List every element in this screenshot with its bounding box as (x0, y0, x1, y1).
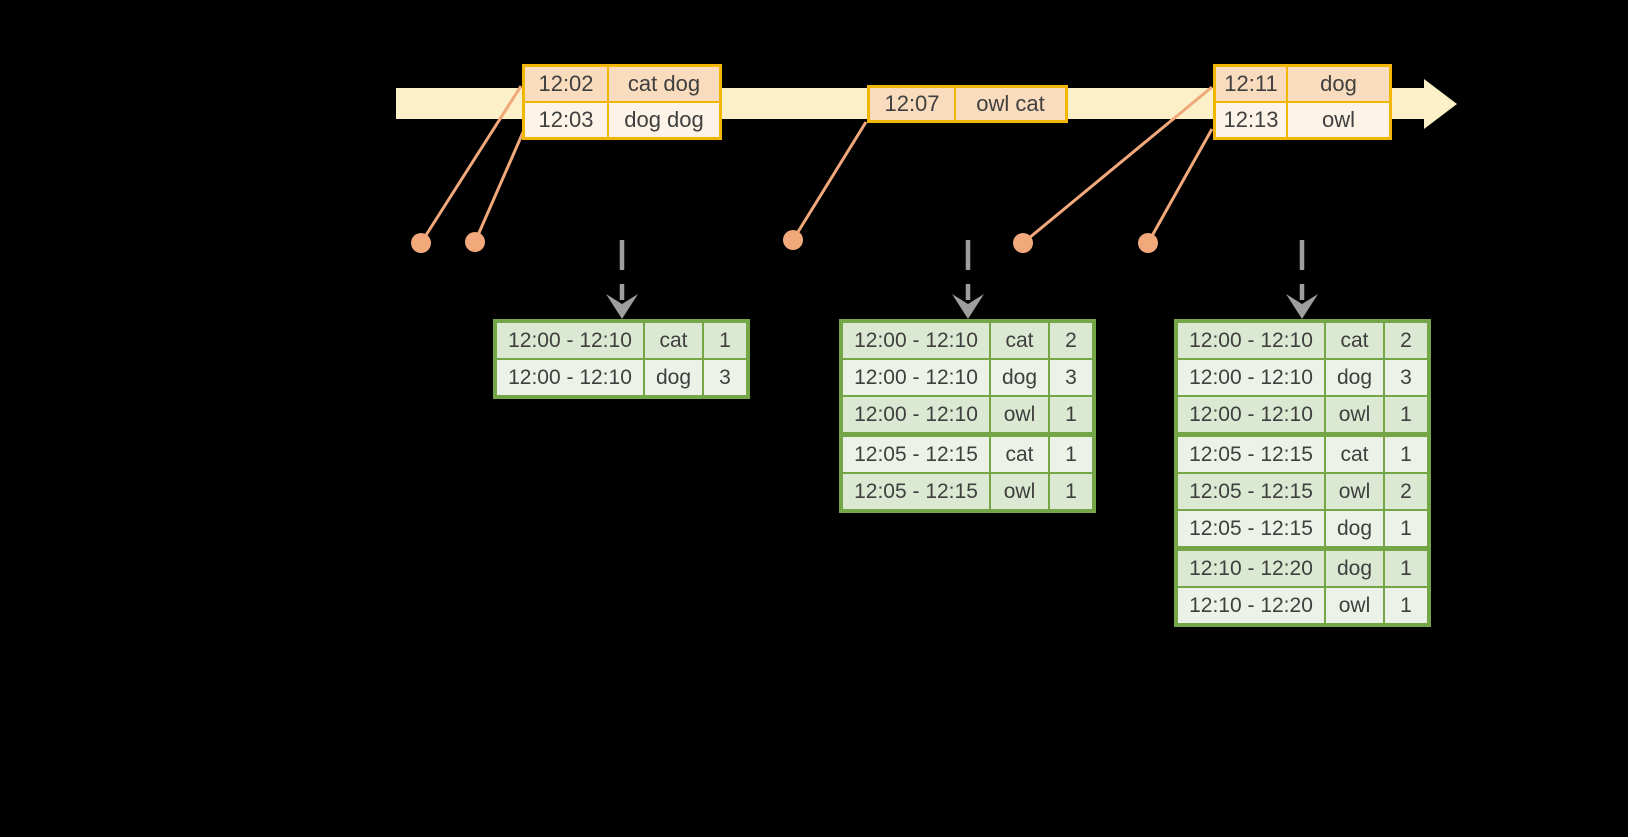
event-words-cell: dog (1288, 67, 1389, 101)
window-cell: 12:05 - 12:15 (1178, 437, 1326, 472)
count-cell: 1 (1385, 588, 1427, 623)
word-cell: cat (1326, 323, 1385, 358)
event-dot (783, 230, 803, 250)
result-row: 12:05 - 12:15 cat 1 (1178, 432, 1427, 472)
trigger-arrowhead-icon (952, 294, 984, 319)
window-cell: 12:05 - 12:15 (843, 437, 991, 472)
result-table-1: 12:00 - 12:10 cat 1 12:00 - 12:10 dog 3 (493, 319, 750, 399)
window-cell: 12:05 - 12:15 (843, 474, 991, 509)
event-table-1: 12:02 cat dog 12:03 dog dog (522, 64, 722, 140)
word-cell: dog (1326, 360, 1385, 395)
count-cell: 3 (1385, 360, 1427, 395)
count-cell: 3 (1050, 360, 1092, 395)
event-dots (411, 230, 1158, 253)
event-table-3: 12:11 dog 12:13 owl (1213, 64, 1392, 140)
word-cell: cat (645, 323, 704, 358)
connector-line (1146, 128, 1214, 244)
event-dot (411, 233, 431, 253)
word-cell: dog (645, 360, 704, 395)
result-row: 12:10 - 12:20 dog 1 (1178, 546, 1427, 586)
count-cell: 2 (1385, 474, 1427, 509)
trigger-arrowheads (606, 294, 1318, 319)
result-row: 12:00 - 12:10 cat 2 (1178, 323, 1427, 358)
result-row: 12:00 - 12:10 cat 2 (843, 323, 1092, 358)
connector-line (473, 129, 526, 243)
count-cell: 1 (1050, 474, 1092, 509)
word-cell: dog (1326, 511, 1385, 546)
connector-line (419, 85, 523, 244)
event-time-cell: 12:03 (525, 103, 607, 137)
count-cell: 2 (1385, 323, 1427, 358)
window-cell: 12:00 - 12:10 (843, 323, 991, 358)
result-table-3: 12:00 - 12:10 cat 2 12:00 - 12:10 dog 3 … (1174, 319, 1431, 627)
trigger-arrow-shafts (619, 240, 1305, 300)
connector-line (1022, 85, 1213, 245)
word-cell: cat (991, 437, 1050, 472)
connector-lines (419, 85, 1214, 245)
result-row: 12:05 - 12:15 owl 2 (1178, 472, 1427, 509)
count-cell: 1 (1385, 397, 1427, 432)
count-cell: 1 (1050, 437, 1092, 472)
word-cell: cat (1326, 437, 1385, 472)
count-cell: 2 (1050, 323, 1092, 358)
word-cell: owl (1326, 474, 1385, 509)
event-words-cell: owl (1288, 103, 1389, 137)
count-cell: 1 (1385, 511, 1427, 546)
count-cell: 1 (1385, 551, 1427, 586)
result-row: 12:05 - 12:15 dog 1 (1178, 509, 1427, 546)
word-cell: dog (991, 360, 1050, 395)
event-words-cell: owl cat (956, 88, 1065, 120)
event-dot (1138, 233, 1158, 253)
event-dot (1013, 233, 1033, 253)
timeline-arrowhead-icon (1424, 79, 1457, 129)
event-dot (465, 232, 485, 252)
window-cell: 12:00 - 12:10 (1178, 360, 1326, 395)
event-words-cell: dog dog (609, 103, 719, 137)
window-cell: 12:05 - 12:15 (1178, 474, 1326, 509)
count-cell: 1 (704, 323, 746, 358)
event-time-cell: 12:11 (1216, 67, 1286, 101)
event-table-2: 12:07 owl cat (867, 85, 1068, 123)
window-cell: 12:05 - 12:15 (1178, 511, 1326, 546)
result-row: 12:00 - 12:10 owl 1 (843, 395, 1092, 432)
result-row: 12:00 - 12:10 dog 3 (843, 358, 1092, 395)
window-cell: 12:10 - 12:20 (1178, 551, 1326, 586)
window-cell: 12:00 - 12:10 (843, 360, 991, 395)
window-cell: 12:00 - 12:10 (1178, 323, 1326, 358)
word-cell: owl (991, 397, 1050, 432)
window-cell: 12:00 - 12:10 (1178, 397, 1326, 432)
trigger-arrowhead-icon (606, 294, 638, 319)
window-cell: 12:00 - 12:10 (843, 397, 991, 432)
event-time-cell: 12:02 (525, 67, 607, 101)
result-table-2: 12:00 - 12:10 cat 2 12:00 - 12:10 dog 3 … (839, 319, 1096, 513)
result-row: 12:00 - 12:10 owl 1 (1178, 395, 1427, 432)
window-cell: 12:00 - 12:10 (497, 323, 645, 358)
result-row: 12:00 - 12:10 dog 3 (497, 358, 746, 395)
window-cell: 12:10 - 12:20 (1178, 588, 1326, 623)
word-cell: cat (991, 323, 1050, 358)
result-row: 12:05 - 12:15 owl 1 (843, 472, 1092, 509)
connector-line (791, 121, 868, 241)
count-cell: 1 (1050, 397, 1092, 432)
event-words-cell: cat dog (609, 67, 719, 101)
result-row: 12:00 - 12:10 cat 1 (497, 323, 746, 358)
count-cell: 3 (704, 360, 746, 395)
word-cell: dog (1326, 551, 1385, 586)
result-row: 12:00 - 12:10 dog 3 (1178, 358, 1427, 395)
event-time-cell: 12:13 (1216, 103, 1286, 137)
word-cell: owl (1326, 397, 1385, 432)
word-cell: owl (991, 474, 1050, 509)
trigger-arrowhead-icon (1286, 294, 1318, 319)
result-row: 12:10 - 12:20 owl 1 (1178, 586, 1427, 623)
result-row: 12:05 - 12:15 cat 1 (843, 432, 1092, 472)
event-time-cell: 12:07 (870, 88, 954, 120)
window-cell: 12:00 - 12:10 (497, 360, 645, 395)
count-cell: 1 (1385, 437, 1427, 472)
word-cell: owl (1326, 588, 1385, 623)
